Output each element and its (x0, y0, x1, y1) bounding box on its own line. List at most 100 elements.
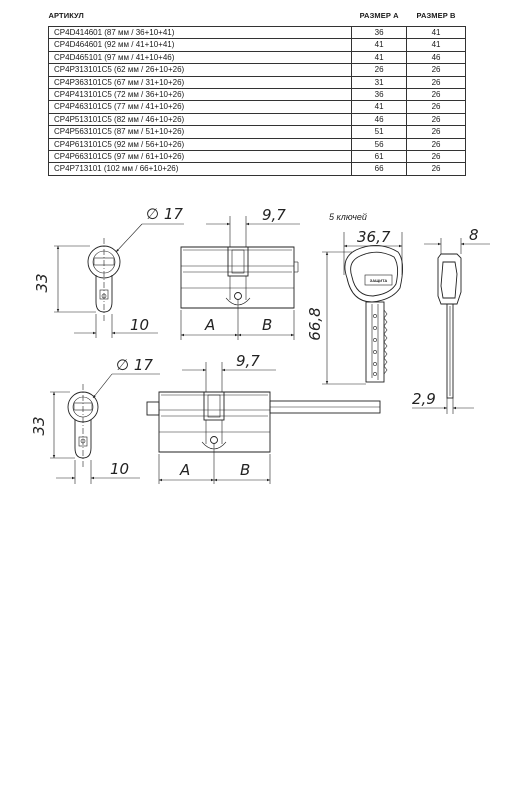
bottom-a-label: A (179, 461, 190, 479)
key-side-head (437, 253, 462, 305)
cell-size-b: 46 (406, 50, 466, 65)
cell-article: CP4P463101C5 (77 мм / 41+10+26) (47, 100, 353, 114)
cell-size-a: 36 (351, 25, 408, 40)
cell-size-b: 26 (406, 63, 466, 77)
cell-size-a: 26 (351, 63, 408, 77)
bottom-dim-cam: 10 (56, 460, 140, 484)
bottom-height-label: 33 (30, 416, 48, 435)
bottom-dim-height: 33 (30, 391, 75, 459)
top-cam-label: 10 (130, 316, 149, 334)
cell-article: CP4D464601 (92 мм / 41+10+41) (47, 38, 353, 52)
top-diameter-label: ∅ 17 (146, 205, 183, 223)
cell-size-b: 41 (406, 25, 466, 40)
header-article: АРТИКУЛ (48, 11, 84, 20)
cam-slot-2 (203, 391, 225, 421)
top-end-view (87, 238, 121, 322)
key-thickness-label: 8 (469, 226, 479, 244)
fixing-screw-hole (234, 292, 242, 300)
top-a-label: A (204, 316, 215, 334)
cell-size-b: 26 (406, 75, 466, 90)
key-head (344, 245, 403, 303)
cylinder-body (180, 246, 295, 309)
cell-size-a: 41 (351, 38, 408, 52)
cell-size-a: 41 (351, 100, 408, 114)
key-head-inner (350, 251, 399, 297)
key-width-label: 36,7 (357, 228, 391, 246)
key-brand-text: ЗАЩИТА (370, 278, 388, 283)
bottom-side-view (146, 391, 381, 453)
keys-count-note: 5 ключей (329, 212, 367, 222)
cell-size-b: 26 (406, 88, 466, 102)
cell-size-a: 56 (351, 137, 408, 152)
bottom-diameter-label: ∅ 17 (116, 356, 153, 374)
cell-article: CP4D465101 (97 мм / 41+10+46) (47, 50, 353, 65)
key-side-view (437, 253, 462, 399)
cell-size-b: 26 (406, 162, 466, 176)
top-b-label: B (262, 316, 272, 334)
bottom-dim-ab: A B (158, 444, 271, 484)
key-dim-length: 66,8 (306, 251, 366, 385)
cell-size-a: 41 (351, 50, 408, 65)
top-dim-ab: A B (180, 300, 295, 340)
cylinder-body-2 (158, 391, 271, 453)
key-length-label: 66,8 (306, 307, 324, 340)
cell-size-a: 61 (351, 150, 408, 164)
cam-inner (231, 249, 245, 274)
cell-article: CP4P663101C5 (97 мм / 61+10+26) (47, 150, 353, 164)
cell-size-a: 51 (351, 125, 408, 139)
cell-article: CP4P313101C5 (62 мм / 26+10+26) (47, 63, 353, 77)
header-size-a: РАЗМЕР А (359, 11, 399, 20)
cell-size-b: 26 (406, 112, 466, 127)
bottom-b-label: B (240, 461, 250, 479)
top-dim-cam: 10 (74, 314, 158, 338)
cam-slot (227, 246, 249, 277)
technical-drawing: 33 ∅ 17 10 (30, 205, 490, 484)
cell-size-b: 26 (406, 100, 466, 114)
key-dim-width: 36,7 (343, 228, 403, 275)
cell-article: CP4P613101C5 (92 мм / 56+10+26) (47, 137, 353, 152)
bottom-end-view (67, 384, 99, 468)
cell-size-a: 46 (351, 112, 408, 127)
cell-size-a: 66 (351, 162, 408, 176)
cell-article: CP4D414601 (87 мм / 36+10+41) (47, 25, 353, 40)
cell-size-a: 36 (351, 88, 408, 102)
key-face-view: ЗАЩИТА (344, 245, 403, 383)
bottom-offset-label: 9,7 (236, 352, 260, 370)
cell-size-b: 26 (406, 150, 466, 164)
bottom-cam-label: 10 (110, 460, 129, 478)
knob-stub (146, 401, 160, 416)
top-height-label: 33 (33, 273, 51, 292)
cell-size-b: 26 (406, 137, 466, 152)
cell-article: CP4P713101 (102 мм / 66+10+26) (47, 162, 353, 176)
bottom-dim-diameter: ∅ 17 (92, 356, 160, 399)
bottom-dim-offset: 9,7 (182, 352, 276, 392)
key-side-blade (446, 303, 454, 399)
cell-article: CP4P563101C5 (87 мм / 51+10+26) (47, 125, 353, 139)
top-side-view (180, 246, 299, 309)
cell-size-b: 26 (406, 125, 466, 139)
key-dim-thickness: 8 (424, 226, 490, 254)
cell-article: CP4P513101C5 (82 мм / 46+10+26) (47, 112, 353, 127)
top-dim-diameter: ∅ 17 (115, 205, 184, 253)
cell-article: CP4P363101C5 (67 мм / 31+10+26) (47, 75, 353, 90)
cell-size-b: 41 (406, 38, 466, 52)
top-offset-label: 9,7 (262, 206, 286, 224)
cell-article: CP4P413101C5 (72 мм / 36+10+26) (47, 88, 353, 102)
key-blade-label: 2,9 (412, 390, 436, 408)
key-side-grip (440, 261, 458, 299)
fixing-screw-hole-2 (210, 436, 218, 444)
key-brand-plate (364, 274, 393, 286)
